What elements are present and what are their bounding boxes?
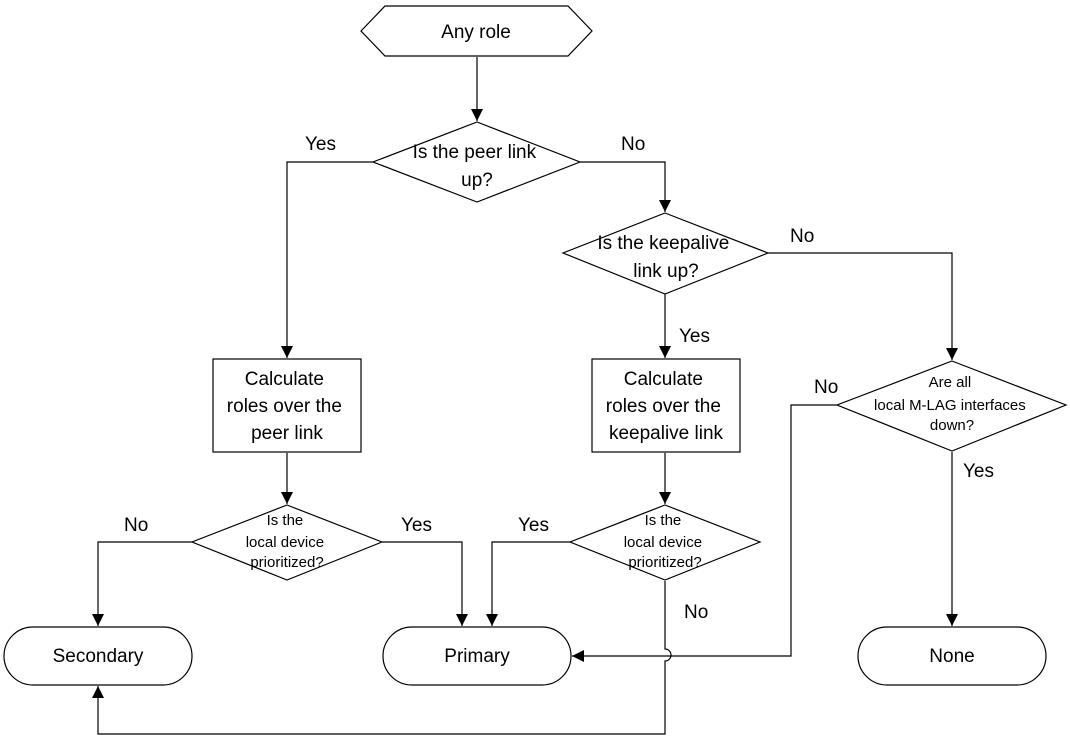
calc-keepalive-line-3: keepalive link [609, 423, 724, 444]
label-interfaces-no: No [814, 377, 838, 398]
local-left-line-2: local device [246, 534, 324, 551]
edge-local-right-yes [486, 541, 570, 626]
start-node: Any role [360, 5, 593, 57]
local-right-line-1: Is the [645, 512, 682, 529]
edge-interfaces-no [572, 404, 837, 662]
primary-terminal: Primary [382, 626, 572, 686]
connectors [92, 57, 958, 735]
keepalive-link-question: Is the keepalive link up? [561, 212, 770, 295]
svg-text:Calculate roles over the: Calculate roles over the keepalive link [606, 369, 726, 444]
interfaces-question-line-1: Are all [929, 374, 972, 391]
edge-peer-no [580, 161, 671, 212]
calc-peer-line-2: roles over the [227, 396, 342, 417]
local-left-line-1: Is the [267, 512, 304, 529]
local-right-line-2: local device [624, 534, 702, 551]
label-local-left-no: No [124, 515, 148, 536]
label-interfaces-yes: Yes [963, 461, 994, 482]
edge-local-left-no [92, 541, 192, 626]
keepalive-question-line-2: link up? [633, 261, 699, 282]
edge-local-right-no [92, 581, 672, 735]
calc-peer-line-3: peer link [251, 423, 323, 444]
label-keepalive-yes: Yes [679, 326, 710, 347]
local-priority-question-right: Is the local device prioritized? [568, 504, 762, 581]
edge-peer-yes [281, 161, 373, 358]
interfaces-question-line-3: down? [930, 417, 974, 434]
svg-text:Is the local device: Is the local device prioritized? [246, 512, 329, 571]
svg-text:Is the local device: Is the local device prioritized? [624, 512, 707, 571]
peer-link-question: Is the peer link up? [371, 121, 582, 203]
secondary-label: Secondary [53, 646, 144, 667]
keepalive-question-line-1: Is the keepalive [597, 233, 729, 254]
calculate-keepalive-link-box: Calculate roles over the keepalive link [591, 358, 741, 453]
local-right-line-3: prioritized? [628, 554, 701, 571]
label-peer-no: No [621, 134, 645, 155]
calc-keepalive-line-1: Calculate [624, 369, 703, 390]
label-peer-yes: Yes [305, 134, 336, 155]
label-keepalive-no: No [790, 226, 814, 247]
calc-keepalive-line-2: roles over the [606, 396, 721, 417]
svg-text:Is the peer link up?: Is the peer link up? [413, 142, 542, 191]
edge-local-left-yes [382, 541, 468, 626]
edge-labels: Yes No No Yes No Yes No Yes Yes No [124, 134, 994, 623]
label-local-right-no: No [684, 602, 708, 623]
interfaces-question-line-2: local M-LAG interfaces [874, 397, 1026, 414]
none-label: None [929, 646, 974, 667]
none-terminal: None [857, 626, 1047, 686]
label-local-left-yes: Yes [401, 515, 432, 536]
calc-peer-line-1: Calculate [245, 369, 324, 390]
calculate-peer-link-box: Calculate roles over the peer link [212, 358, 362, 453]
svg-text:Calculate roles over the: Calculate roles over the peer link [227, 369, 347, 444]
label-local-right-yes: Yes [518, 515, 549, 536]
peer-question-line-2: up? [461, 170, 493, 191]
local-priority-question-left: Is the local device prioritized? [190, 504, 384, 581]
start-label: Any role [441, 22, 511, 43]
svg-text:Is the keepalive link up: Is the keepalive link up? [597, 233, 734, 282]
local-left-line-3: prioritized? [250, 554, 323, 571]
primary-label: Primary [444, 646, 510, 667]
interfaces-down-question: Are all local M-LAG interfaces down? [835, 360, 1068, 452]
peer-question-line-1: Is the peer link [413, 142, 537, 163]
svg-text:Are all local M-LAG inte: Are all local M-LAG interfaces down? [874, 374, 1030, 434]
edge-keepalive-no [768, 252, 958, 360]
secondary-terminal: Secondary [3, 626, 193, 686]
